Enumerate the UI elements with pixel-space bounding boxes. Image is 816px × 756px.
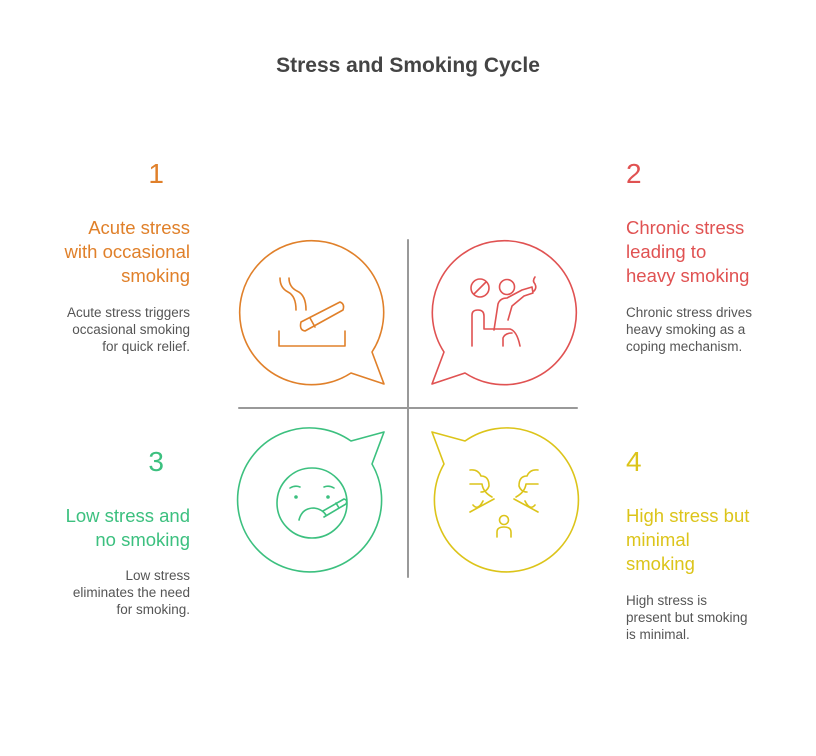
speech-bubble	[431, 239, 578, 386]
desc-line: eliminates the need	[72, 585, 190, 600]
heading-line: no smoking	[95, 529, 190, 550]
quadrant-4-heading: High stress but minimal smoking	[626, 504, 816, 576]
person-stress-clouds-icon	[469, 469, 539, 538]
quadrant-1-heading: Acute stress with occasional smoking	[0, 216, 190, 288]
quadrant-3-number: 3	[148, 446, 164, 477]
cigarette-ashtray-icon	[278, 277, 346, 347]
heading-line: with occasional	[64, 241, 190, 262]
quadrant-1-description: Acute stress triggers occasional smoking…	[0, 304, 190, 355]
heading-line: Chronic stress	[626, 217, 745, 238]
heading-line: Low stress and	[65, 505, 190, 526]
quadrant-2-number: 2	[626, 158, 642, 189]
desc-line: Low stress	[125, 568, 190, 583]
speech-bubble	[238, 239, 385, 386]
heading-line: Acute stress	[88, 217, 190, 238]
quadrant-1-number: 1	[148, 158, 164, 189]
quadrant-4-description: High stress is present but smoking is mi…	[626, 592, 816, 643]
desc-line: coping mechanism.	[626, 339, 743, 354]
desc-line: heavy smoking as a	[626, 322, 746, 337]
speech-bubble	[236, 427, 385, 573]
diagram-title: Stress and Smoking Cycle	[276, 54, 540, 77]
quadrant-2-heading: Chronic stress leading to heavy smoking	[626, 216, 816, 288]
quadrant-3-bubble	[236, 427, 385, 573]
heading-line: smoking	[121, 265, 190, 286]
desc-line: for quick relief.	[102, 339, 190, 354]
quadrant-3-heading: Low stress and no smoking	[0, 504, 190, 552]
quadrant-1-bubble	[238, 239, 385, 386]
person-smoking-icon	[470, 276, 537, 347]
desc-line: occasional smoking	[72, 322, 190, 337]
desc-line: High stress is	[626, 593, 708, 608]
desc-line: is minimal.	[626, 627, 690, 642]
quadrant-4-number: 4	[626, 446, 642, 477]
heading-line: minimal	[626, 529, 690, 550]
heading-line: leading to	[626, 241, 707, 262]
quadrant-3-description: Low stress eliminates the need for smoki…	[0, 567, 190, 618]
heading-line: smoking	[626, 553, 695, 574]
heading-line: heavy smoking	[626, 265, 750, 286]
desc-line: Acute stress triggers	[66, 305, 190, 320]
quadrant-4-bubble	[431, 427, 580, 573]
desc-line: present but smoking	[626, 610, 748, 625]
quadrant-2-bubble	[431, 239, 578, 386]
desc-line: Chronic stress drives	[626, 305, 753, 320]
speech-bubble	[431, 427, 580, 573]
desc-line: for smoking.	[116, 602, 190, 617]
heading-line: High stress but	[626, 505, 750, 526]
sad-face-cigarette-icon	[276, 467, 348, 539]
quadrant-2-description: Chronic stress drives heavy smoking as a…	[626, 304, 816, 355]
